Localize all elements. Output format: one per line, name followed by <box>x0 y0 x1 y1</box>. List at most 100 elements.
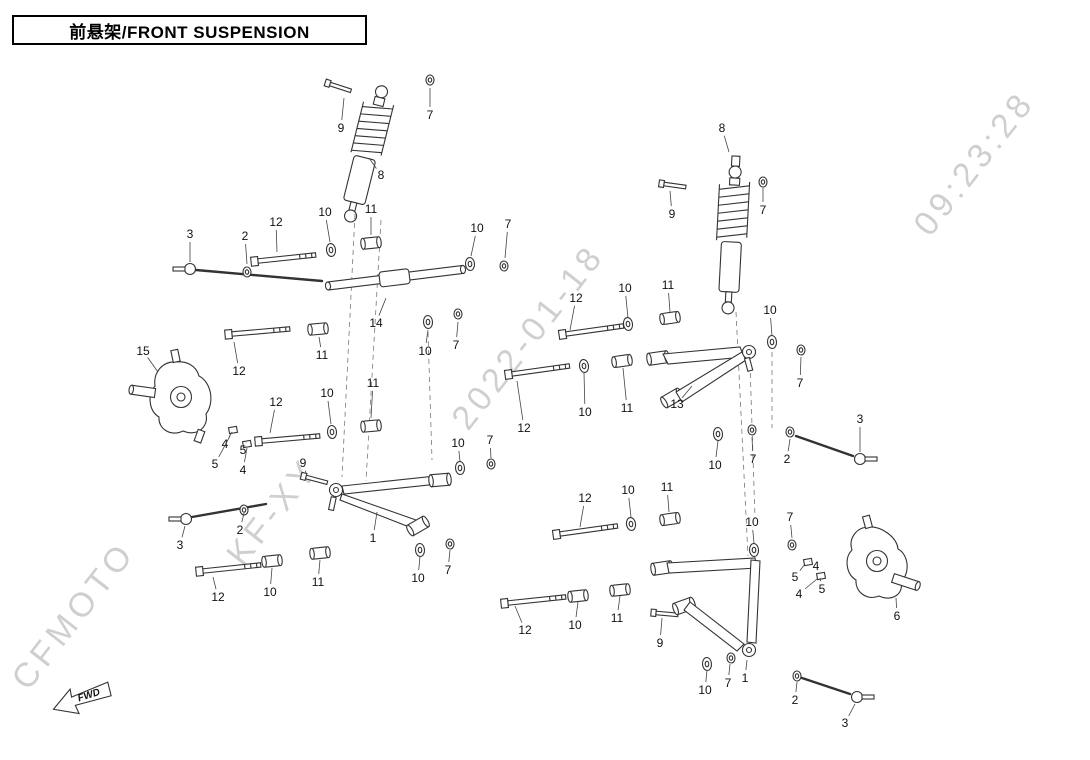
clamp <box>815 571 827 581</box>
guide-line <box>749 363 756 519</box>
part-callout-5: 5 <box>819 582 826 596</box>
part-callout-7: 7 <box>787 510 794 524</box>
part-callout-8: 8 <box>719 121 726 135</box>
callout-leader <box>705 669 708 683</box>
part-callout-15: 15 <box>136 344 150 358</box>
callout-leader <box>715 440 719 458</box>
callout-leader <box>799 356 802 376</box>
part-callout-1: 1 <box>742 671 749 685</box>
shock-absorber-left <box>343 85 395 223</box>
callout-leader <box>212 576 217 590</box>
callout-leader <box>787 438 791 452</box>
part-callout-10: 10 <box>418 344 432 358</box>
callout-leader <box>318 559 321 575</box>
callout-leader <box>745 659 748 671</box>
nut <box>453 308 463 320</box>
part-callout-4: 4 <box>240 463 247 477</box>
callout-leader <box>318 336 322 348</box>
knuckle-right <box>846 514 921 599</box>
bushing <box>308 545 332 561</box>
callout-leader <box>275 229 278 253</box>
upper-arm-right <box>645 344 757 410</box>
part-callout-5: 5 <box>792 570 799 584</box>
washer <box>422 314 434 330</box>
washer <box>578 358 590 374</box>
tie-rod-left-lower <box>168 502 268 526</box>
lower-arm-right <box>649 557 761 658</box>
callout-leader <box>895 597 897 609</box>
part-callout-7: 7 <box>725 676 732 690</box>
bolt <box>224 323 291 340</box>
part-callout-10: 10 <box>451 436 465 450</box>
bushing <box>658 310 682 326</box>
washer <box>454 460 466 476</box>
bushing <box>608 582 632 598</box>
part-callout-7: 7 <box>453 338 460 352</box>
part-callout-7: 7 <box>427 108 434 122</box>
page-title: 前悬架/FRONT SUSPENSION <box>69 22 310 42</box>
callout-leader <box>327 400 332 425</box>
tie-rod-right-upper <box>794 434 878 466</box>
callout-leader <box>579 505 585 528</box>
callout-leader <box>244 447 248 463</box>
pivot-tube <box>427 472 453 488</box>
callout-leader <box>245 243 248 265</box>
washer <box>326 424 338 440</box>
tie-rod-end <box>853 452 878 466</box>
part-callout-10: 10 <box>621 483 635 497</box>
knuckle-left <box>128 348 212 444</box>
nut <box>758 176 768 188</box>
part-callout-10: 10 <box>763 303 777 317</box>
nut <box>486 458 496 470</box>
washer <box>766 334 778 350</box>
part-callout-4: 4 <box>813 559 820 573</box>
bolt <box>557 320 625 340</box>
part-callout-10: 10 <box>318 205 332 219</box>
bushing <box>359 235 383 251</box>
nut <box>445 538 455 550</box>
callout-leader <box>458 450 461 462</box>
part-callout-6: 6 <box>894 609 901 623</box>
callout-leader <box>751 436 754 452</box>
part-callout-3: 3 <box>842 716 849 730</box>
bushing <box>566 588 590 604</box>
callout-leader <box>668 292 671 313</box>
callout-leader <box>270 567 273 585</box>
part-callout-10: 10 <box>578 405 592 419</box>
part-callout-10: 10 <box>568 618 582 632</box>
part-callout-8: 8 <box>378 168 385 182</box>
callout-leader <box>681 385 693 399</box>
callout-leader <box>368 157 377 169</box>
nut <box>785 426 795 438</box>
washer <box>748 542 760 558</box>
part-callout-13: 13 <box>670 397 684 411</box>
part-callout-11: 11 <box>316 348 329 362</box>
part-callout-11: 11 <box>367 376 380 390</box>
part-callout-7: 7 <box>505 217 512 231</box>
callout-leader <box>516 380 524 421</box>
callout-leader <box>752 529 755 544</box>
part-callout-7: 7 <box>487 433 494 447</box>
callout-leader <box>660 617 663 636</box>
callout-leader <box>233 341 239 364</box>
callout-leader <box>370 390 373 419</box>
callout-leader <box>425 329 429 344</box>
callout-leader <box>770 317 773 337</box>
washer <box>625 516 637 532</box>
part-callout-12: 12 <box>269 215 283 229</box>
callout-leader <box>804 578 818 590</box>
callout-leader <box>625 295 629 319</box>
callout-leader <box>378 297 387 316</box>
tie-rod-end <box>172 262 197 276</box>
part-callout-10: 10 <box>470 221 484 235</box>
nut <box>499 260 509 272</box>
part-callout-12: 12 <box>578 491 592 505</box>
part-callout-7: 7 <box>760 203 767 217</box>
ball-joint <box>741 344 757 360</box>
bolt <box>323 78 353 95</box>
callout-leader <box>456 321 459 338</box>
part-callout-11: 11 <box>312 575 325 589</box>
clamp <box>241 439 253 449</box>
callout-leader <box>181 525 186 538</box>
